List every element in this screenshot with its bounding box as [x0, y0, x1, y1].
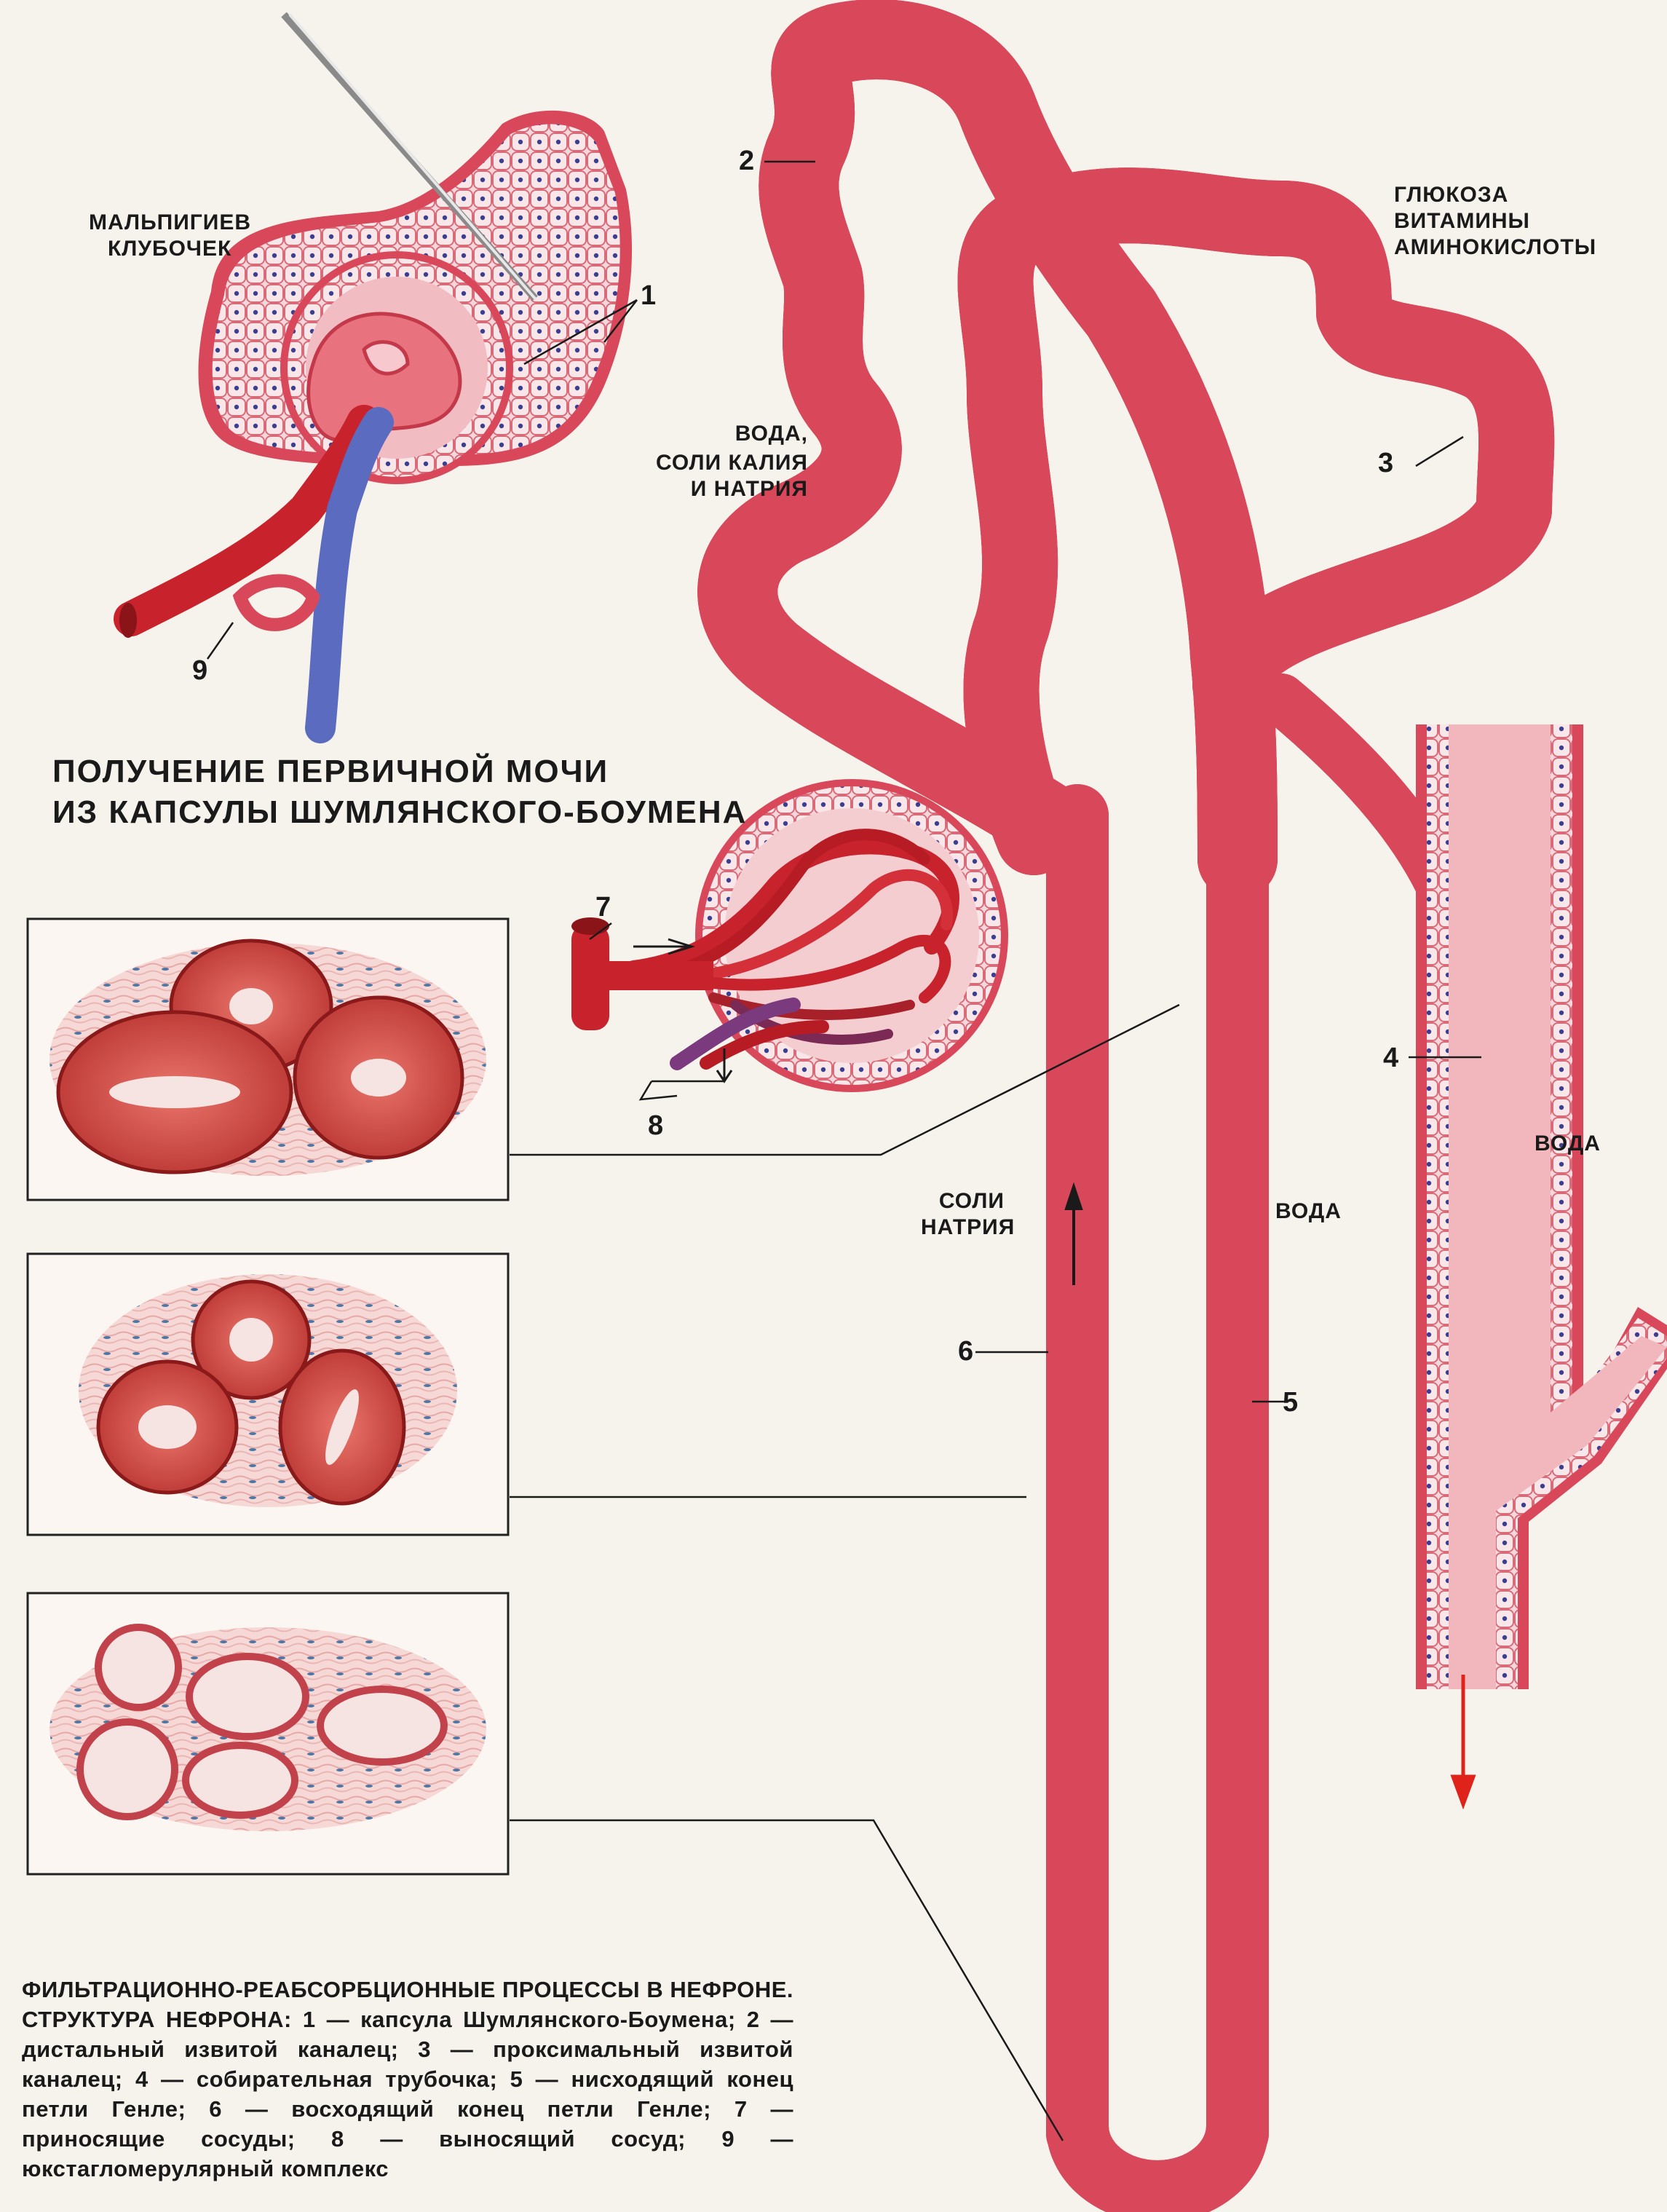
glomerular-capillaries: [625, 829, 959, 1070]
urine-flow-arrow: [1450, 1675, 1476, 1810]
leader-lines: [206, 160, 1481, 2141]
upper-glomerular-tuft: [306, 312, 462, 442]
glomerulus-label: МАЛЬПИГИЕВ КЛУБОЧЕК: [89, 210, 251, 262]
ascending-sodium-label: СОЛИ НАТРИЯ: [921, 1188, 1015, 1241]
number-6: 6: [958, 1336, 974, 1367]
glomerulus-label-line2: КЛУБОЧЕК: [108, 237, 232, 261]
upper-vessels: [114, 405, 394, 743]
number-8: 8: [648, 1110, 664, 1141]
primary-urine-title: ПОЛУЧЕНИЕ ПЕРВИЧНОЙ МОЧИ ИЗ КАПСУЛЫ ШУМЛ…: [52, 751, 747, 833]
water-salts-label-line1: ВОДА,: [734, 422, 808, 446]
number-9: 9: [192, 655, 208, 686]
juxtaglomerular-complex: [232, 574, 320, 631]
histology-panel-1: [26, 917, 510, 1201]
collecting-duct: [1416, 724, 1667, 1689]
number-5: 5: [1283, 1387, 1299, 1418]
amino-acids-label: АМИНОКИСЛОТЫ: [1394, 235, 1597, 259]
sodium-label-line1: СОЛИ: [938, 1189, 1005, 1213]
water-salts-label-line3: И НАТРИЯ: [690, 477, 808, 501]
title-line1: ПОЛУЧЕНИЕ ПЕРВИЧНОЙ МОЧИ: [52, 754, 609, 789]
glucose-label: ГЛЮКОЗА: [1394, 183, 1509, 207]
water-salts-label-line2: СОЛИ КАЛИЯ: [656, 451, 808, 475]
ascending-arrow: [1064, 1182, 1083, 1285]
caption-body: 1 — капсула Шумлянского-Боумена; 2 — дис…: [22, 2007, 793, 2181]
distal-reabsorption-label-2: СОЛИ КАЛИЯ И НАТРИЯ: [655, 450, 808, 502]
proximal-convoluted-tubule: [996, 205, 1517, 875]
histology-panel-2: [26, 1252, 510, 1536]
loop-of-henle-bend: [1077, 2126, 1238, 2212]
micropipette: [281, 12, 538, 301]
number-1: 1: [641, 280, 657, 311]
distal-convoluted-tubule: [737, 0, 1278, 899]
glomerulus-label-line1: МАЛЬПИГИЕВ: [89, 210, 252, 234]
vitamins-label: ВИТАМИНЫ: [1394, 209, 1530, 233]
proximal-reabsorption-label: ГЛЮКОЗА ВИТАМИНЫ АМИНОКИСЛОТЫ: [1394, 182, 1596, 261]
descending-water-label: ВОДА: [1275, 1199, 1342, 1223]
figure-caption: ФИЛЬТРАЦИОННО-РЕАБСОРБЦИОННЫЕ ПРОЦЕССЫ В…: [22, 1975, 793, 2184]
histology-panel-3: [26, 1592, 510, 1876]
caption-heading: ФИЛЬТРАЦИОННО-РЕАБСОРБЦИОННЫЕ ПРОЦЕССЫ В…: [22, 1977, 793, 2032]
number-4: 4: [1383, 1043, 1399, 1073]
afferent-arteriole: [571, 917, 713, 1030]
number-2: 2: [739, 146, 755, 176]
sodium-label-line2: НАТРИЯ: [921, 1215, 1015, 1239]
number-7: 7: [595, 892, 611, 923]
collecting-water-label: ВОДА: [1535, 1131, 1601, 1156]
distal-reabsorption-label: ВОДА,: [713, 421, 808, 447]
title-line2: ИЗ КАПСУЛЫ ШУМЛЯНСКОГО-БОУМЕНА: [52, 794, 748, 830]
number-3: 3: [1378, 448, 1394, 478]
